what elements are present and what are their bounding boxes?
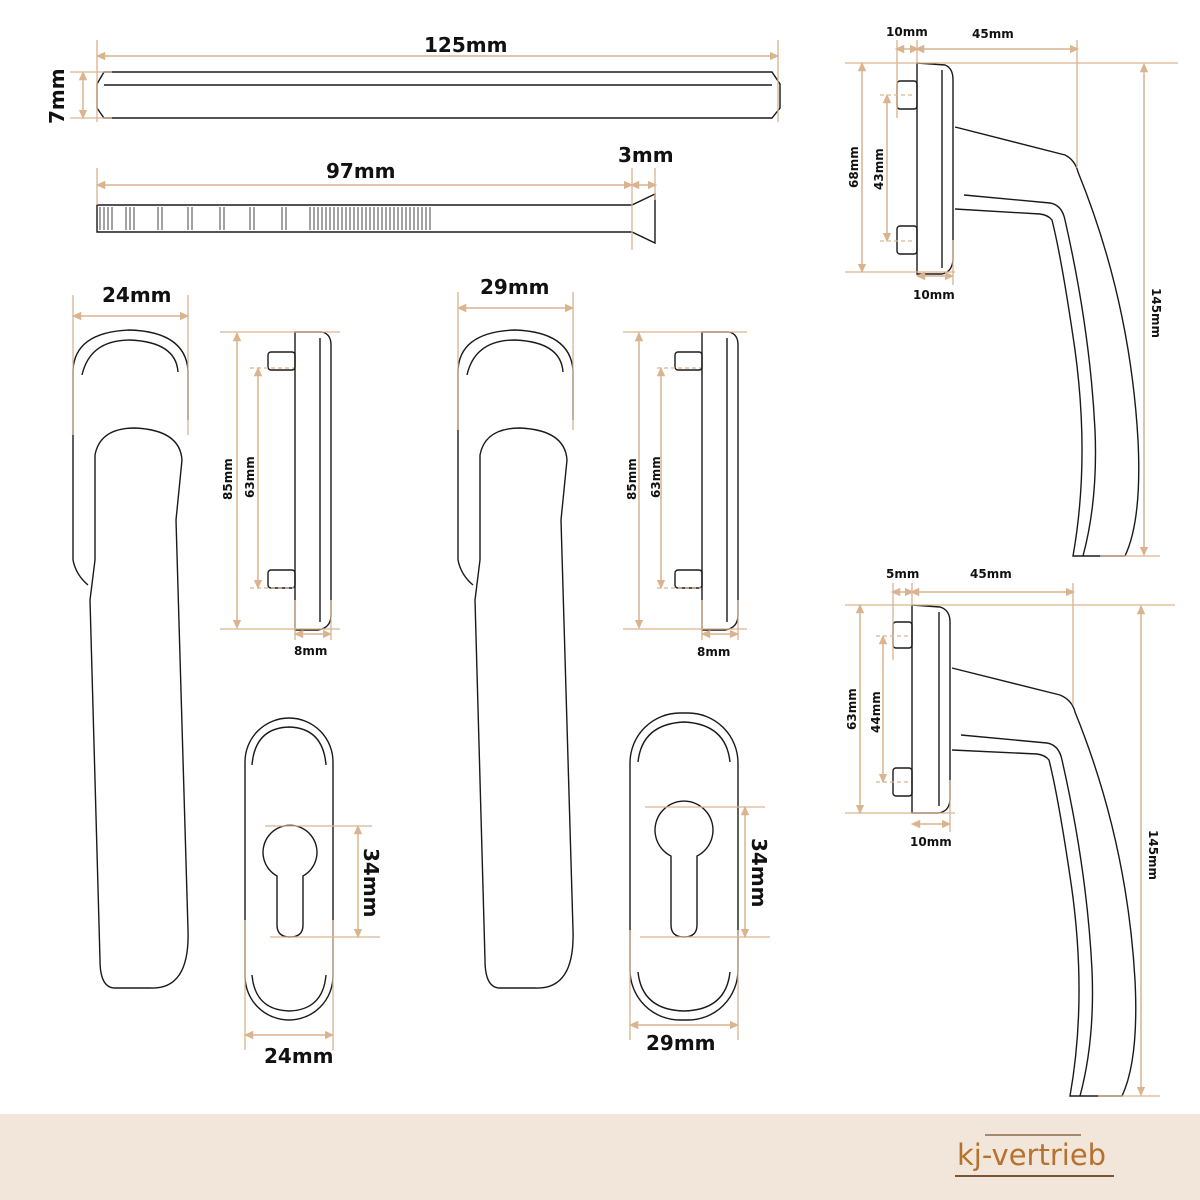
handle-b-rose-height-label: 85mm bbox=[625, 458, 639, 500]
side-bottom-total-length-label: 145mm bbox=[1146, 830, 1160, 880]
spindle-size-label: 7mm bbox=[45, 68, 69, 124]
square-spindle: 125mm 7mm bbox=[45, 33, 781, 124]
side-bottom-rose-depth-label: 10mm bbox=[910, 835, 952, 849]
side-top-projection-label: 45mm bbox=[972, 27, 1014, 41]
side-top-pin-length-label: 10mm bbox=[886, 25, 928, 39]
escutcheon-b-width-label: 29mm bbox=[646, 1031, 716, 1055]
side-top-total-length-label: 145mm bbox=[1149, 288, 1163, 338]
screw: 97mm 3mm bbox=[95, 143, 674, 250]
handle-b-front bbox=[457, 292, 574, 989]
side-bottom-projection-label: 45mm bbox=[970, 567, 1012, 581]
escutcheon-b: 34mm 29mm bbox=[628, 712, 771, 1055]
side-bottom-pin-spacing-label: 44mm bbox=[869, 691, 883, 733]
screw-diameter-label: 3mm bbox=[618, 143, 674, 167]
side-top-rose-height-label: 68mm bbox=[847, 146, 861, 188]
screw-length-label: 97mm bbox=[326, 159, 396, 183]
handle-b-width-label: 29mm bbox=[480, 275, 550, 299]
handle-a-width-label: 24mm bbox=[102, 283, 172, 307]
handle-b-rose-depth-label: 8mm bbox=[697, 645, 730, 659]
handle-a-rose-height-label: 85mm bbox=[221, 458, 235, 500]
escutcheon-a-hole-label: 34mm bbox=[359, 848, 383, 918]
handle-b-rose-side bbox=[623, 331, 747, 640]
side-handle-top: 10mm 45mm 68mm 43mm 10mm 145mm bbox=[845, 25, 1178, 557]
side-top-pin-spacing-label: 43mm bbox=[872, 148, 886, 190]
side-bottom-pin-length-label: 5mm bbox=[886, 567, 919, 581]
handle-a-pin-spacing-label: 63mm bbox=[243, 456, 257, 498]
handle-a-rose-depth-label: 8mm bbox=[294, 644, 327, 658]
spindle-length-label: 125mm bbox=[424, 33, 507, 57]
handle-a-front: 24mm bbox=[71, 283, 190, 989]
brand-logo: kj-vertrieb bbox=[957, 1138, 1106, 1172]
side-handle-bottom: 5mm 45mm 63mm 44mm 10mm 145mm bbox=[845, 567, 1175, 1097]
escutcheon-a: 34mm 24mm bbox=[243, 717, 383, 1068]
side-bottom-rose-height-label: 63mm bbox=[845, 688, 859, 730]
handle-b-pin-spacing-label: 63mm bbox=[649, 456, 663, 498]
footer-band: kj-vertrieb bbox=[0, 1114, 1200, 1200]
side-top-rose-depth-label: 10mm bbox=[913, 288, 955, 302]
escutcheon-b-hole-label: 34mm bbox=[747, 838, 771, 908]
escutcheon-a-width-label: 24mm bbox=[264, 1044, 334, 1068]
handle-a-rose-side: 85mm 63mm 8mm bbox=[220, 331, 340, 658]
